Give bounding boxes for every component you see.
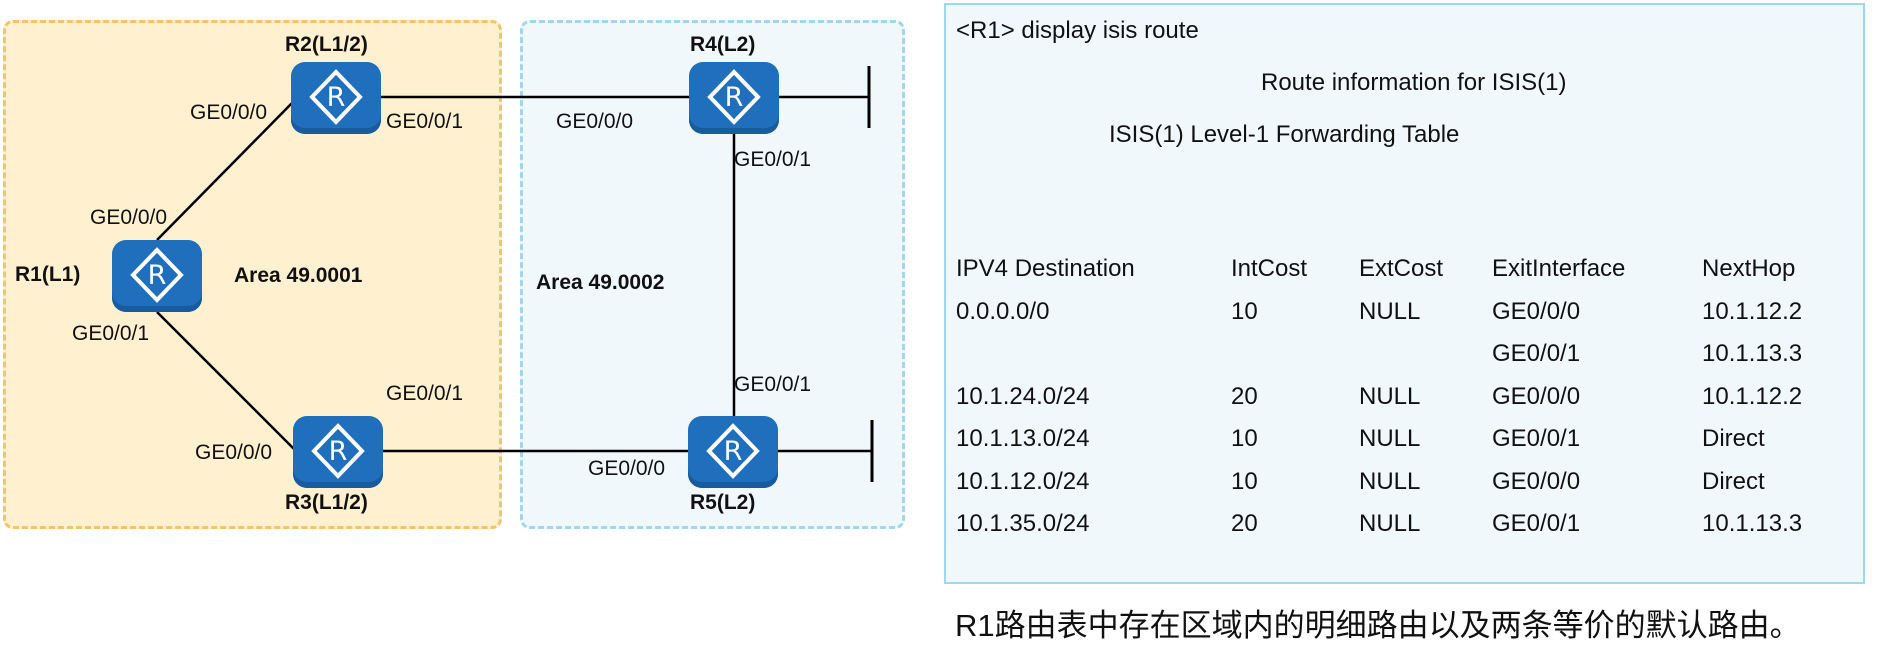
cell-destination: 10.1.12.0/24	[956, 467, 1090, 495]
cell-exit-interface: GE0/0/0	[1492, 382, 1581, 410]
link-r1-r3	[156, 311, 298, 453]
iface-r2-left: GE0/0/0	[190, 101, 268, 124]
cell-nexthop: Direct	[1702, 425, 1765, 452]
cell-exit-interface: GE0/0/1	[1492, 340, 1581, 367]
router-glyph: R	[725, 82, 744, 113]
iface-r1-down: GE0/0/1	[72, 322, 150, 345]
route-output-panel: <R1> display isis route Route informatio…	[944, 3, 1865, 584]
iface-r3-right: GE0/0/1	[386, 382, 464, 405]
forwarding-table-title: ISIS(1) Level-1 Forwarding Table	[1109, 121, 1460, 148]
router-r4[interactable]: R	[689, 62, 779, 134]
header-extcost: ExtCost	[1359, 255, 1444, 282]
cell-destination: 0.0.0.0/0	[956, 297, 1050, 325]
cell-nexthop: 10.1.12.2	[1702, 297, 1803, 325]
cell-intcost: 10	[1231, 425, 1258, 452]
cell-exit-interface: GE0/0/1	[1492, 510, 1581, 537]
header-nexthop: NextHop	[1702, 255, 1796, 282]
cell-destination: 10.1.35.0/24	[956, 510, 1090, 537]
router-r3[interactable]: R	[293, 416, 383, 488]
router-r2[interactable]: R	[291, 62, 381, 134]
router-glyph: R	[327, 82, 346, 113]
iface-r5-up: GE0/0/1	[734, 373, 812, 396]
cell-intcost: 10	[1231, 467, 1258, 495]
cell-extcost: NULL	[1359, 510, 1421, 537]
cell-nexthop: Direct	[1702, 467, 1765, 495]
iface-r2-right: GE0/0/1	[386, 110, 464, 133]
cell-exit-interface: GE0/0/0	[1492, 297, 1581, 325]
cell-intcost: 20	[1231, 510, 1258, 537]
router-glyph: R	[329, 436, 348, 467]
iface-r4-down: GE0/0/1	[734, 148, 812, 171]
router-name-r3: R3(L1/2)	[285, 491, 368, 514]
links-layer	[156, 66, 874, 482]
router-name-r5: R5(L2)	[690, 491, 756, 514]
router-r5[interactable]: R	[688, 416, 778, 488]
cell-exit-interface: GE0/0/1	[1492, 425, 1581, 452]
cell-nexthop: 10.1.13.3	[1702, 510, 1803, 537]
router-icon: R	[707, 69, 761, 125]
cell-nexthop: 10.1.12.2	[1702, 382, 1803, 410]
router-glyph: R	[724, 436, 743, 467]
router-icon: R	[311, 423, 365, 479]
router-icon: R	[706, 423, 760, 479]
caption-text: R1路由表中存在区域内的明细路由以及两条等价的默认路由。	[955, 608, 1801, 643]
iface-r1-up: GE0/0/0	[90, 206, 168, 229]
router-icon: R	[130, 247, 184, 303]
cell-extcost: NULL	[1359, 467, 1421, 495]
router-name-r4: R4(L2)	[690, 33, 756, 56]
cell-nexthop: 10.1.13.3	[1702, 340, 1803, 367]
cell-extcost: NULL	[1359, 382, 1421, 410]
area-label-2: Area 49.0002	[536, 271, 665, 294]
area-49-0001-zone	[3, 20, 502, 529]
link-r1-r2	[156, 99, 296, 241]
cell-intcost: 10	[1231, 297, 1258, 325]
header-intcost: IntCost	[1231, 255, 1308, 282]
router-icon: R	[309, 69, 363, 125]
header-exit-interface: ExitInterface	[1492, 255, 1626, 282]
iface-r5-left: GE0/0/0	[588, 457, 666, 480]
cell-destination: 10.1.13.0/24	[956, 425, 1090, 452]
cell-destination: 10.1.24.0/24	[956, 382, 1090, 410]
router-glyph: R	[148, 260, 167, 291]
router-r1[interactable]: R	[112, 240, 202, 312]
cli-command: <R1> display isis route	[956, 17, 1199, 44]
area-label-1: Area 49.0001	[234, 264, 363, 287]
iface-r3-left: GE0/0/0	[195, 441, 273, 464]
router-name-r2: R2(L1/2)	[285, 33, 368, 56]
cell-extcost: NULL	[1359, 297, 1421, 325]
route-info-title: Route information for ISIS(1)	[1261, 69, 1567, 96]
cell-extcost: NULL	[1359, 425, 1421, 452]
cell-exit-interface: GE0/0/0	[1492, 467, 1581, 495]
router-name-r1: R1(L1)	[15, 263, 81, 286]
iface-r4-left: GE0/0/0	[556, 110, 634, 133]
header-destination: IPV4 Destination	[956, 255, 1135, 282]
cell-intcost: 20	[1231, 382, 1258, 410]
